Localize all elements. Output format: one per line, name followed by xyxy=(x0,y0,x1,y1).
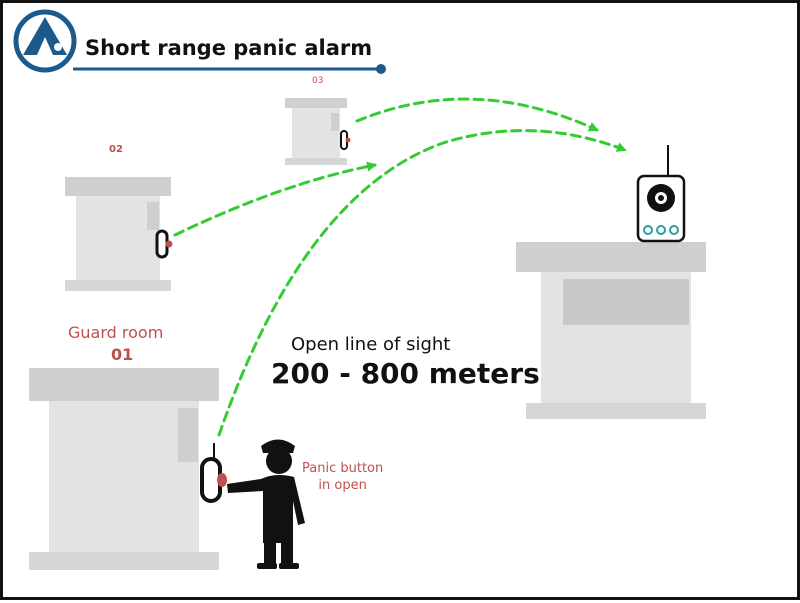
panic-button-icon xyxy=(200,443,227,503)
building-02-label: 02 xyxy=(109,144,123,155)
guard-room-number: 01 xyxy=(111,345,134,364)
signal-path-01 xyxy=(217,129,627,437)
panic-button-icon xyxy=(340,130,351,150)
guard-room-building xyxy=(29,368,219,570)
panic-button-icon xyxy=(155,229,173,259)
range-label: 200 - 800 meters xyxy=(271,357,540,390)
panic-button-label-line1: Panic button xyxy=(302,461,384,476)
security-guard-icon xyxy=(227,439,305,569)
signal-paths xyxy=(173,97,627,437)
building-02 xyxy=(65,177,171,291)
signal-path-02 xyxy=(173,161,377,237)
title-underline xyxy=(73,64,386,74)
receiver-building xyxy=(516,242,706,419)
alarm-receiver-icon xyxy=(636,145,686,243)
triangle-logo-icon xyxy=(13,9,77,73)
building-03 xyxy=(285,98,347,165)
page-title: Short range panic alarm xyxy=(85,36,373,60)
building-03-label: 03 xyxy=(312,76,324,86)
guard-room-label: Guard room xyxy=(68,323,164,342)
signal-path-03 xyxy=(355,97,599,132)
line-of-sight-label: Open line of sight xyxy=(291,334,451,355)
diagram-illustration xyxy=(13,9,706,570)
panic-button-label-line2: in open xyxy=(318,478,367,493)
panic-button-label: Panic button in open xyxy=(302,460,383,494)
